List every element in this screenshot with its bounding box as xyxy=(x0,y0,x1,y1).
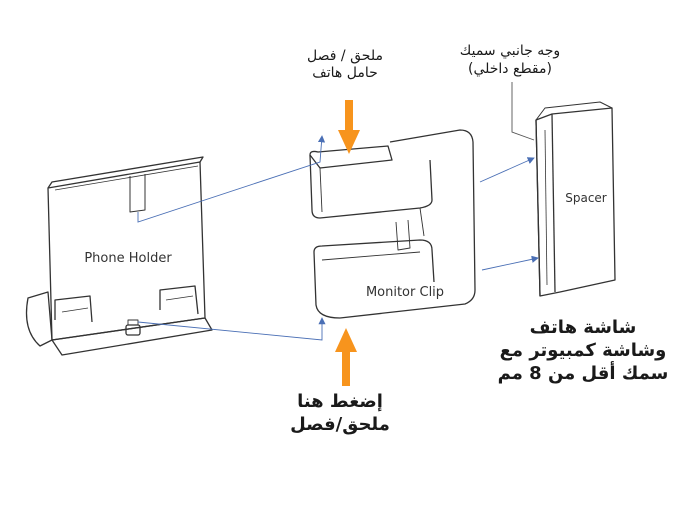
press-line-1: إضغط هنا xyxy=(297,391,383,412)
monitor-clip-part xyxy=(309,129,476,319)
leader-upper-holder-to-clip xyxy=(137,135,326,223)
phone-holder-part xyxy=(25,156,213,356)
monitor-clip-label: Monitor Clip xyxy=(366,285,444,300)
screen-line-1: شاشة هاتف xyxy=(529,317,637,338)
leader-lower-clip-to-spacer xyxy=(481,255,539,271)
spacer-label: Spacer xyxy=(565,191,607,205)
attach-detach-line-1: ملحق / فصل xyxy=(307,48,383,64)
assembly-leader-lines xyxy=(137,135,539,341)
attach-arrow-down xyxy=(338,100,360,154)
thick-side-pointer-line xyxy=(511,82,535,141)
attach-detach-line-2: حامل هاتف xyxy=(312,65,378,81)
press-line-2: ملحق/فصل xyxy=(290,414,390,435)
leader-upper-clip-to-spacer xyxy=(479,157,535,183)
screen-line-3: سمك أقل من 8 مم xyxy=(497,363,669,384)
press-here-callout: إضغط هنا ملحق/فصل xyxy=(265,390,415,436)
thick-side-line-1: وجه جانبي سميك xyxy=(459,43,561,59)
screen-line-2: وشاشة كمبيوتر مع xyxy=(499,340,667,361)
phone-holder-label: Phone Holder xyxy=(84,251,172,266)
leader-lower-holder-to-clip xyxy=(137,317,326,341)
thick-side-line-2: (مقطع داخلي) xyxy=(468,61,552,77)
thick-side-callout: وجه جانبي سميك (مقطع داخلي) xyxy=(425,42,595,78)
attach-detach-callout: ملحق / فصل حامل هاتف xyxy=(290,48,400,82)
spacer-part xyxy=(535,101,616,297)
screen-thickness-callout: شاشة هاتف وشاشة كمبيوتر مع سمك أقل من 8 … xyxy=(478,316,688,385)
press-arrow-up xyxy=(335,328,357,386)
